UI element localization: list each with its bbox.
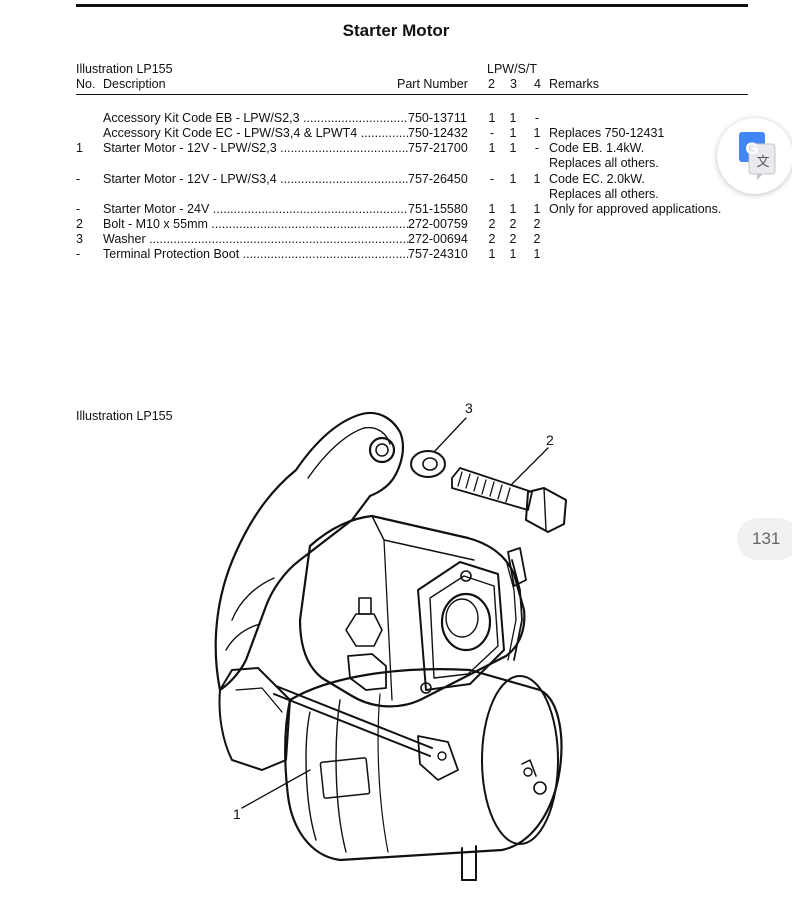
- row-part-number: 272-00759: [408, 217, 468, 231]
- row-q2: 1: [488, 247, 496, 261]
- row-q2: 2: [488, 232, 496, 246]
- row-part-number: 757-24310: [408, 247, 468, 261]
- row-remarks: Only for approved applications.: [549, 202, 722, 216]
- google-translate-button[interactable]: G 文: [717, 118, 792, 194]
- header-q3: 3: [510, 77, 517, 91]
- row-q4: 1: [533, 247, 541, 261]
- solenoid-end-plate: [417, 561, 505, 691]
- row-q4: -: [534, 141, 540, 155]
- header-q4: 4: [534, 77, 541, 91]
- leader-2: [511, 447, 549, 485]
- google-translate-icon: G 文: [739, 132, 776, 180]
- header-illustration: Illustration LP155: [76, 62, 173, 76]
- row-part-number: 751-15580: [408, 202, 468, 216]
- row-q3: 1: [509, 247, 517, 261]
- row-description: Starter Motor - 12V - LPW/S3,4: [103, 172, 408, 187]
- header-no: No.: [76, 77, 96, 91]
- leader-3: [433, 417, 467, 453]
- header-group: LPW/S/T: [487, 62, 538, 76]
- row-q4: 2: [533, 232, 541, 246]
- svg-text:G: G: [745, 139, 758, 158]
- row-no: 3: [76, 232, 83, 246]
- row-description: Washer: [103, 232, 408, 247]
- page-number-indicator: 131: [737, 518, 792, 560]
- row-q2: -: [489, 172, 495, 186]
- row-part-number: 750-12432: [408, 126, 468, 140]
- row-q4: 1: [533, 202, 541, 216]
- row-no: 2: [76, 217, 83, 231]
- row-q4: -: [534, 111, 540, 125]
- row-no: -: [76, 172, 81, 186]
- row-part-number: 750-13711: [408, 111, 467, 125]
- callout-3: 3: [465, 400, 473, 416]
- bracket-hole: [368, 436, 396, 464]
- mounting-bracket: [214, 411, 405, 692]
- illustration-label: Illustration LP155: [76, 409, 173, 423]
- row-q2: 1: [488, 202, 496, 216]
- row-q4: 1: [533, 172, 541, 186]
- header-remarks: Remarks: [549, 77, 600, 91]
- row-no: -: [76, 247, 81, 261]
- row-part-number: 272-00694: [408, 232, 468, 246]
- row-q4: 1: [533, 126, 541, 140]
- callout-1: 1: [233, 806, 241, 822]
- row-no: 1: [76, 141, 83, 155]
- row-q3: 2: [509, 232, 517, 246]
- row-description: Bolt - M10 x 55mm: [103, 217, 408, 232]
- header-description: Description: [103, 77, 166, 91]
- row-description: Accessory Kit Code EB - LPW/S2,3: [103, 111, 408, 126]
- row-q3: 1: [509, 141, 517, 155]
- solenoid-body: [298, 514, 526, 708]
- terminal-cap: [440, 592, 492, 652]
- row-part-number: 757-26450: [408, 172, 468, 186]
- row-remarks-continued: Replaces all others.: [549, 156, 659, 170]
- callout-2: 2: [546, 432, 554, 448]
- motor-end-cap: [481, 675, 559, 845]
- row-q3: 1: [509, 202, 517, 216]
- row-remarks-continued: Replaces all others.: [549, 187, 659, 201]
- row-q3: 1: [509, 126, 517, 140]
- row-q2: -: [489, 126, 495, 140]
- row-remarks: Code EB. 1.4kW.: [549, 141, 645, 155]
- row-description: Starter Motor - 12V - LPW/S2,3: [103, 141, 408, 156]
- row-q2: 1: [488, 141, 496, 155]
- row-q3: 2: [509, 217, 517, 231]
- washer: [410, 450, 446, 478]
- motor-barrel: [284, 668, 563, 862]
- row-description: Starter Motor - 24V: [103, 202, 408, 217]
- row-remarks: Code EC. 2.0kW.: [549, 172, 645, 186]
- row-q2: 1: [488, 111, 496, 125]
- row-no: -: [76, 202, 81, 216]
- row-q4: 2: [533, 217, 541, 231]
- leader-1: [241, 769, 311, 809]
- row-q3: 1: [509, 172, 517, 186]
- header-part-number: Part Number: [397, 77, 468, 91]
- row-q2: 2: [488, 217, 496, 231]
- header-rule: [76, 94, 748, 95]
- header-q2: 2: [488, 77, 495, 91]
- row-remarks: Replaces 750-12431: [549, 126, 665, 140]
- page-title: Starter Motor: [342, 21, 450, 40]
- svg-text:文: 文: [756, 155, 769, 170]
- row-part-number: 757-21700: [408, 141, 468, 155]
- row-q3: 1: [509, 111, 517, 125]
- row-description: Terminal Protection Boot: [103, 247, 408, 262]
- top-rule: [76, 4, 748, 7]
- bolt: [451, 467, 567, 533]
- row-description: Accessory Kit Code EC - LPW/S3,4 & LPWT4: [103, 126, 408, 141]
